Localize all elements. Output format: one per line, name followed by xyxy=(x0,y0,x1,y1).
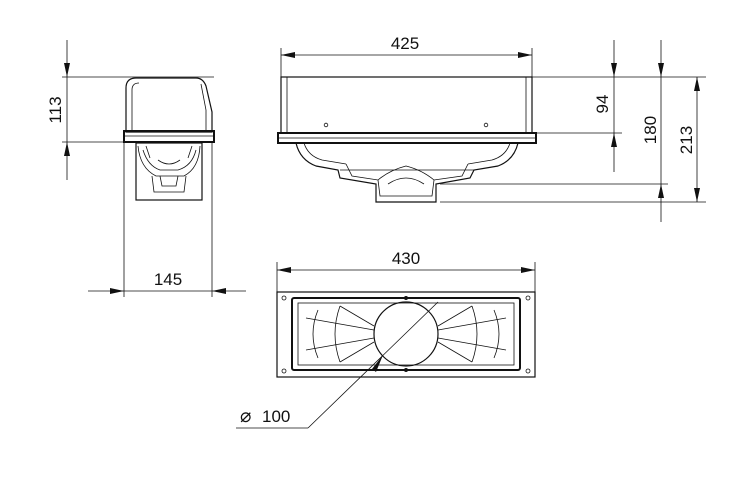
front-extension-lines xyxy=(440,76,706,203)
dimension-180: 180 xyxy=(641,40,664,222)
dimension-label-213: 213 xyxy=(677,126,696,154)
side-view xyxy=(123,77,215,201)
dimension-label-94: 94 xyxy=(593,95,612,114)
diameter-symbol: ⌀ xyxy=(240,406,251,427)
dimension-label-100: 100 xyxy=(262,407,290,426)
dimension-113: 113 xyxy=(46,40,214,180)
front-view xyxy=(277,76,537,203)
bottom-view xyxy=(276,291,536,378)
dimension-diameter-100: ⌀ 100 xyxy=(236,301,439,429)
dimension-label-430: 430 xyxy=(392,249,420,268)
dimension-label-113: 113 xyxy=(46,96,65,123)
dimension-430: 430 xyxy=(276,249,536,292)
dimension-label-425: 425 xyxy=(391,34,419,53)
dimension-213: 213 xyxy=(677,77,700,202)
dimension-425: 425 xyxy=(280,34,533,77)
dimension-label-180: 180 xyxy=(641,116,660,144)
dimension-145: 145 xyxy=(88,142,246,297)
dimension-label-145: 145 xyxy=(154,270,182,289)
pipe-outlet-circle xyxy=(373,301,439,367)
dimension-94: 94 xyxy=(593,40,617,172)
